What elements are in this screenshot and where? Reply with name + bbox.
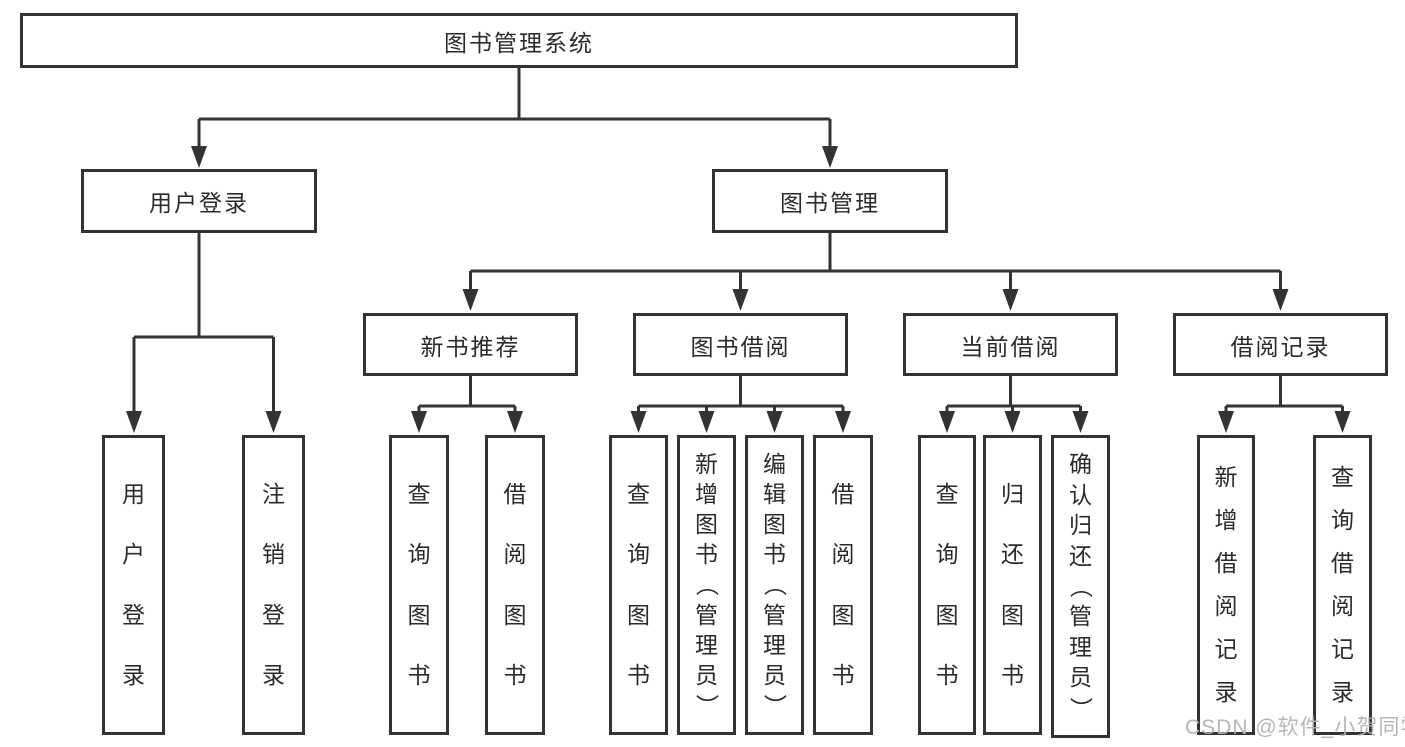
node-label: 查询图书 <box>407 481 431 688</box>
node-user-login-module: 用户登录 <box>81 169 317 233</box>
leaf-edit-books-admin: 编辑图书（管理员） <box>745 435 804 735</box>
node-book-borrowing: 图书借阅 <box>633 313 848 376</box>
node-label: 借阅图书 <box>831 481 855 688</box>
node-label: 查询图书 <box>627 481 650 688</box>
node-label: 图书借阅 <box>690 333 791 360</box>
node-borrowing-records: 借阅记录 <box>1173 313 1388 376</box>
csdn-watermark: CSDN @软件_小贺同学 <box>1185 716 1405 739</box>
node-current-borrowing: 当前借阅 <box>903 313 1118 376</box>
node-label: 当前借阅 <box>960 333 1061 360</box>
node-label: 新增借阅记录 <box>1214 464 1238 705</box>
leaf-query-books-1: 查询图书 <box>389 435 449 735</box>
leaf-add-borrow-record: 新增借阅记录 <box>1197 435 1255 735</box>
arrowheads <box>126 146 1351 433</box>
node-root-system: 图书管理系统 <box>20 13 1018 68</box>
leaf-query-borrow-record: 查询借阅记录 <box>1313 435 1372 735</box>
leaf-user-login: 用户登录 <box>102 435 165 735</box>
node-label: 图书管理系统 <box>444 29 594 56</box>
node-new-book-recommendation: 新书推荐 <box>363 313 578 376</box>
node-label: 新增图书（管理员） <box>694 451 720 717</box>
node-label: 用户登录 <box>149 190 249 216</box>
leaf-query-books-2: 查询图书 <box>609 435 668 735</box>
node-label: 图书管理 <box>780 190 880 216</box>
node-label: 归还图书 <box>1001 481 1024 688</box>
node-label: 查询图书 <box>935 481 959 688</box>
node-label: 新书推荐 <box>420 333 521 360</box>
leaf-borrow-books-2: 借阅图书 <box>813 435 873 735</box>
node-label: 借阅记录 <box>1230 333 1331 360</box>
leaf-confirm-return-admin: 确认归还（管理员） <box>1051 435 1110 738</box>
node-label: 确认归还（管理员） <box>1068 451 1094 720</box>
node-label: 查询借阅记录 <box>1331 464 1354 705</box>
node-label: 注销登录 <box>262 481 285 688</box>
node-label: 用户登录 <box>122 481 145 688</box>
leaf-logout: 注销登录 <box>242 435 305 735</box>
leaf-query-books-3: 查询图书 <box>918 435 976 735</box>
leaf-borrow-books-1: 借阅图书 <box>485 435 545 735</box>
node-label: 编辑图书（管理员） <box>762 451 788 717</box>
tree-edges <box>132 68 1344 413</box>
leaf-add-books-admin: 新增图书（管理员） <box>677 435 736 735</box>
node-book-management-module: 图书管理 <box>712 169 948 233</box>
leaf-return-books: 归还图书 <box>983 435 1042 735</box>
node-label: 借阅图书 <box>503 481 527 688</box>
